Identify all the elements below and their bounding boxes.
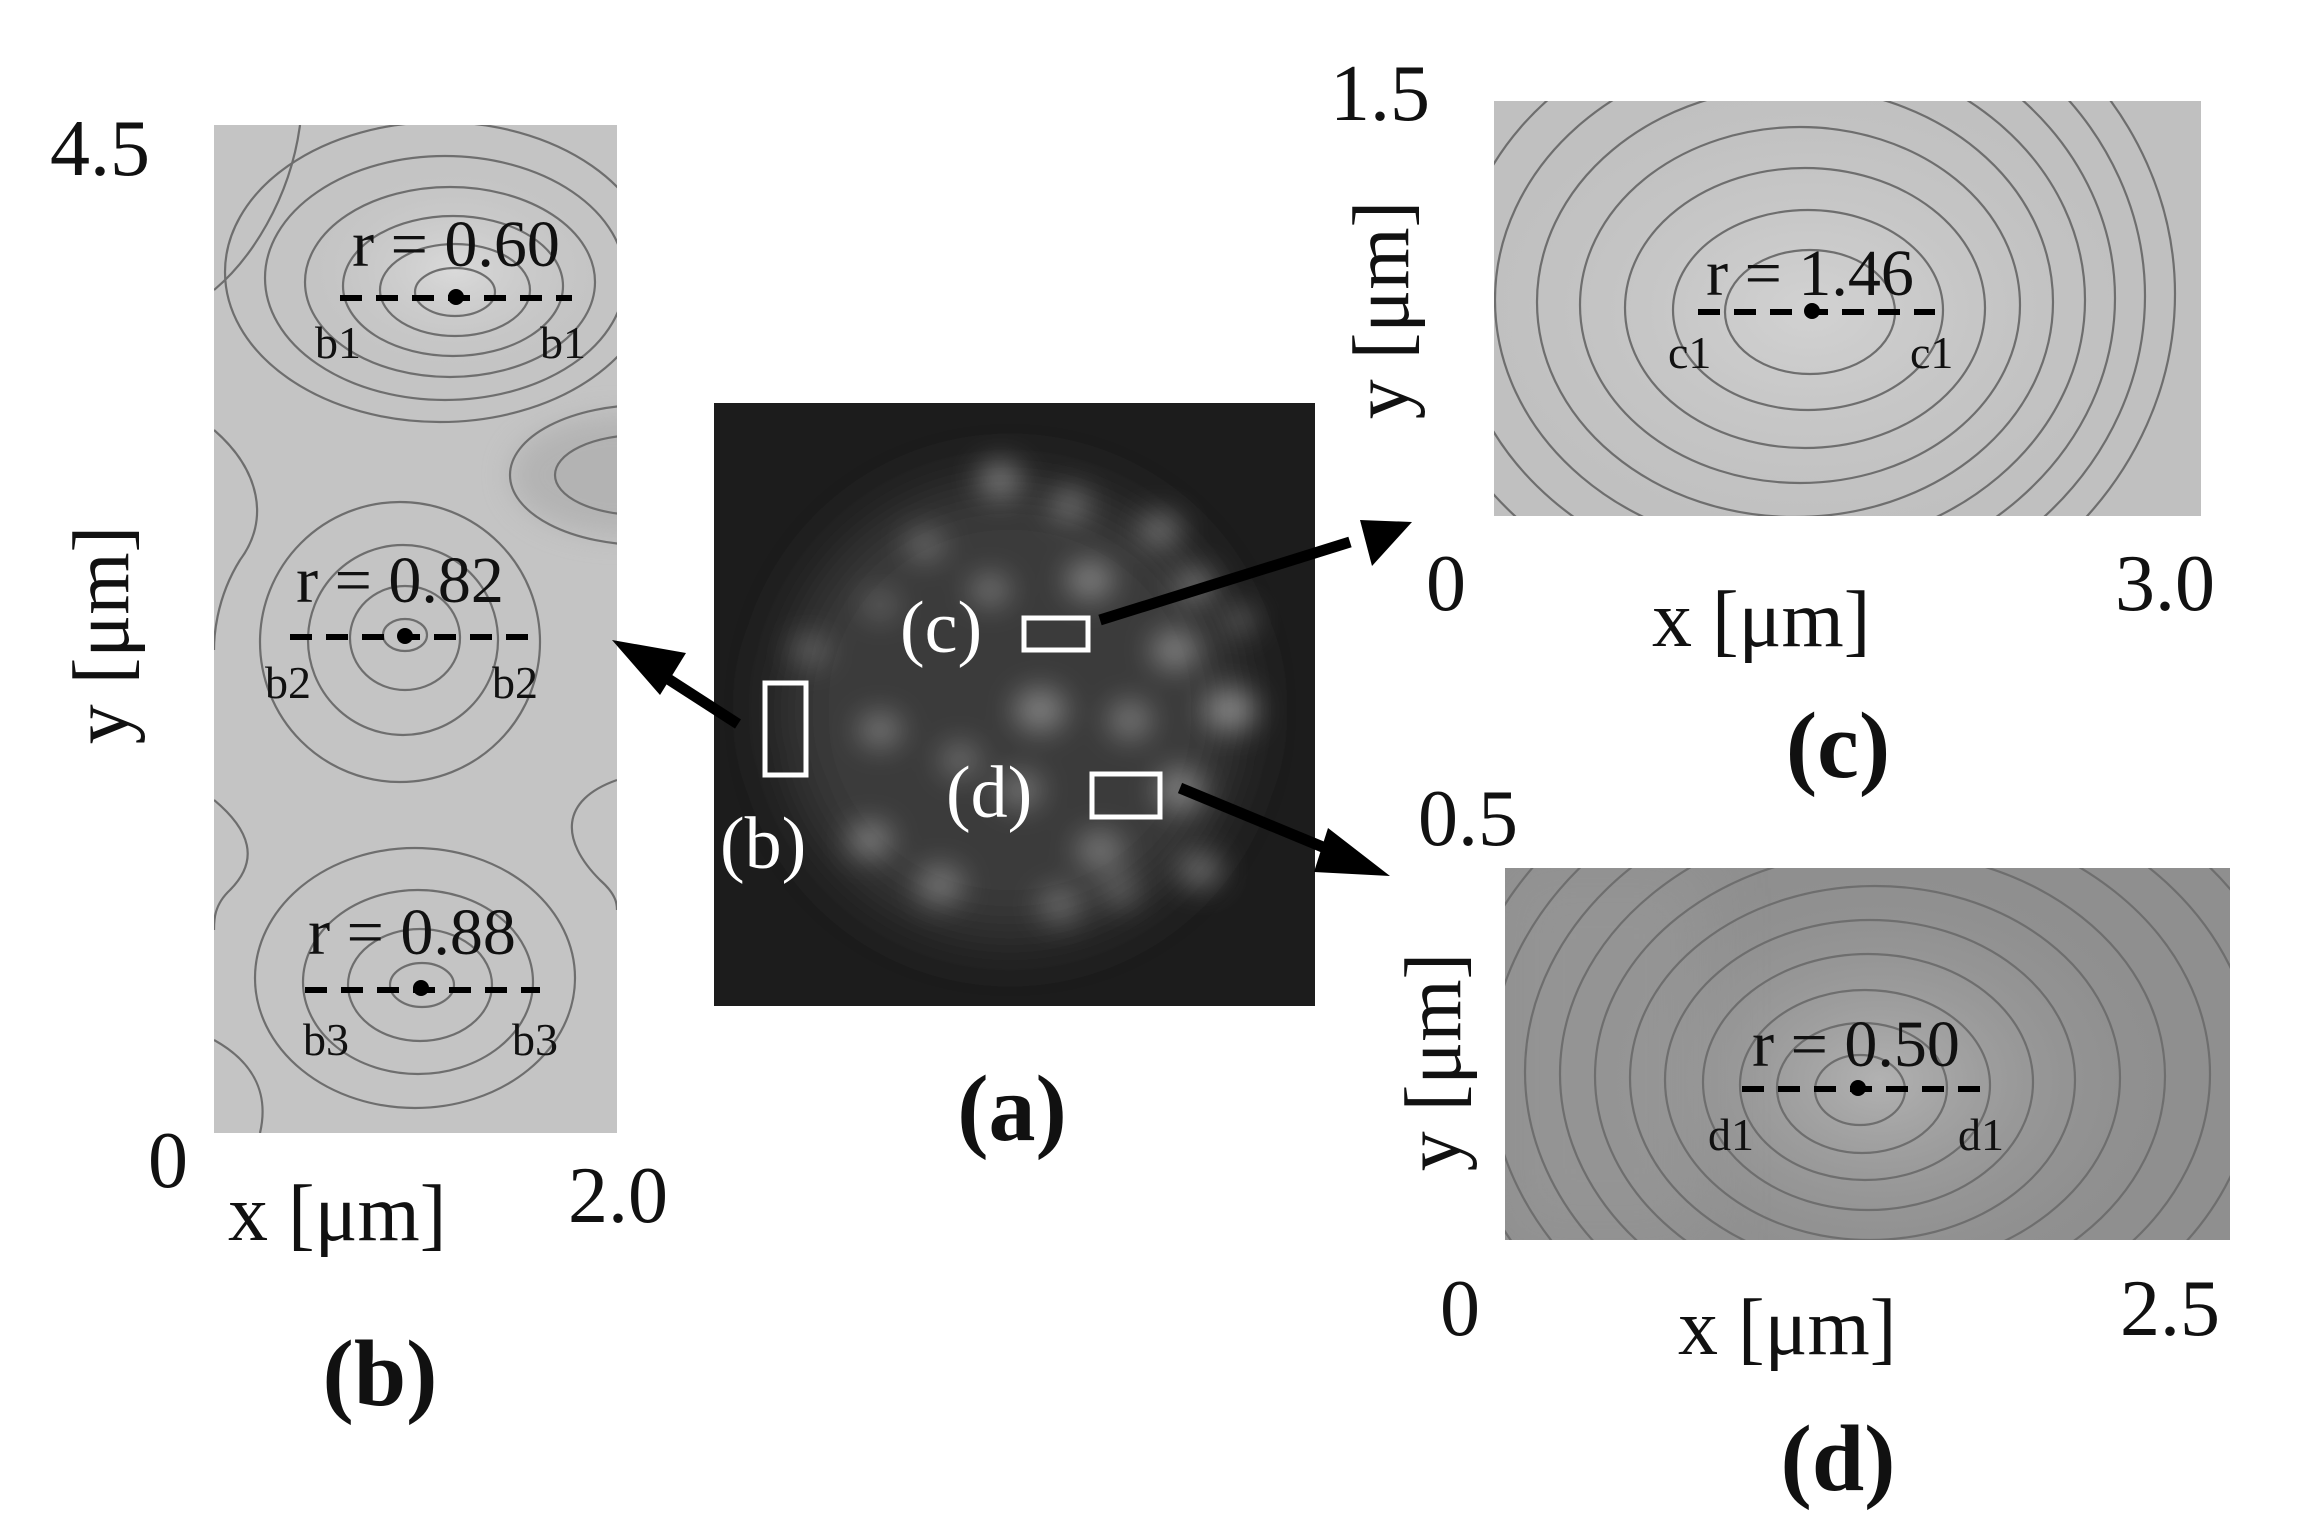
panel-b-b1-right: b1 <box>540 317 586 368</box>
panel-c-ymax: 1.5 <box>1330 50 1430 138</box>
panel-b-point-b2 <box>397 628 413 644</box>
panel-b-b1-left: b1 <box>315 317 361 368</box>
panel-b-r2-label: r = 0.82 <box>296 544 504 617</box>
panel-b-ymax: 4.5 <box>50 105 150 193</box>
panel-b-point-b1 <box>448 289 464 305</box>
panel-d-label: (d) <box>1781 1407 1896 1511</box>
panel-d-r1-label: r = 0.50 <box>1752 1008 1960 1081</box>
panel-d: r = 0.50 d1 d1 0.5 0 2.5 x [μm] y [μm] (… <box>1390 775 2230 1511</box>
panel-a: (b) (c) (d) (a) <box>714 403 1315 1161</box>
panel-b-b2-left: b2 <box>265 657 311 708</box>
arrow-to-c-head <box>1360 520 1412 566</box>
arrow-to-b <box>659 670 741 729</box>
panel-d-d1-left: d1 <box>1708 1109 1754 1160</box>
arrows <box>612 520 1412 876</box>
panel-b-point-b3 <box>413 980 429 996</box>
panel-c-xlabel: x [μm] <box>1652 576 1870 664</box>
panel-b-label: (b) <box>323 1322 438 1426</box>
panel-d-ylabel: y [μm] <box>1390 953 1478 1171</box>
panel-a-label: (a) <box>957 1057 1067 1161</box>
panel-c-c1-left: c1 <box>1668 327 1711 378</box>
panel-b-xlabel: x [μm] <box>228 1170 446 1258</box>
panel-c-label: (c) <box>1786 694 1890 798</box>
panel-d-contours <box>1505 868 2230 1240</box>
panel-c-c1-right: c1 <box>1910 327 1953 378</box>
panel-d-xmin: 0 <box>1440 1265 1480 1353</box>
panel-b-b2-right: b2 <box>492 657 538 708</box>
panel-d-xlabel: x [μm] <box>1678 1284 1896 1372</box>
region-box-d <box>1089 771 1163 820</box>
panel-d-point-d1 <box>1850 1080 1866 1096</box>
region-label-b: (b) <box>720 803 806 885</box>
arrow-to-d <box>1177 782 1333 856</box>
arrow-to-b-head <box>612 640 686 695</box>
panel-b-ylabel: y [μm] <box>58 526 146 744</box>
region-box-c <box>1021 615 1091 653</box>
panel-b: r = 0.60 b1 b1 r = 0.82 b2 b2 r = 0.88 b… <box>50 105 668 1426</box>
panel-d-xmax: 2.5 <box>2120 1265 2220 1353</box>
arrow-to-c <box>1098 536 1352 626</box>
panel-c-contours <box>1494 101 2201 516</box>
panel-c: r = 1.46 c1 c1 1.5 0 3.0 x [μm] y [μm] (… <box>1330 50 2215 798</box>
panel-c-r1-label: r = 1.46 <box>1706 237 1914 310</box>
region-box-b <box>762 680 809 778</box>
panel-c-ylabel: y [μm] <box>1338 201 1426 419</box>
panel-b-xmin: 0 <box>148 1117 188 1205</box>
panel-b-contours <box>214 125 617 1133</box>
panel-c-xmax: 3.0 <box>2115 540 2215 628</box>
panel-b-b3-left: b3 <box>303 1014 349 1065</box>
panel-c-xmin: 0 <box>1426 540 1466 628</box>
panel-b-r1-label: r = 0.60 <box>352 208 560 281</box>
panel-c-point-c1 <box>1804 303 1820 319</box>
panel-d-ymax: 0.5 <box>1418 775 1518 863</box>
speckle-pattern <box>780 462 1256 940</box>
arrow-to-d-head <box>1314 828 1390 876</box>
panel-d-d1-right: d1 <box>1958 1109 2004 1160</box>
panel-b-r3-label: r = 0.88 <box>308 896 516 969</box>
panel-b-xmax: 2.0 <box>568 1152 668 1240</box>
region-label-c: (c) <box>900 587 982 669</box>
panel-b-b3-right: b3 <box>512 1014 558 1065</box>
region-label-d: (d) <box>946 752 1032 834</box>
